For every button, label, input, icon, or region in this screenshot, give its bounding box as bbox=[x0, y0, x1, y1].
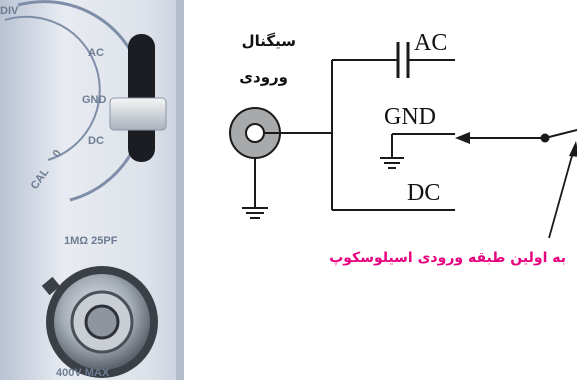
caption-pointer-line bbox=[548, 144, 576, 239]
caption-pointer-arrowhead bbox=[569, 141, 577, 157]
label-ac: AC bbox=[414, 30, 447, 56]
coupling-switch[interactable] bbox=[109, 34, 167, 162]
cal-zero-label: 0 bbox=[51, 148, 64, 160]
bnc-connector[interactable] bbox=[41, 266, 158, 378]
input-connector-pin bbox=[245, 123, 265, 143]
bnc-center bbox=[84, 304, 120, 340]
switch-label-gnd: GND bbox=[82, 94, 107, 106]
label-gnd: GND bbox=[384, 104, 436, 130]
label-dc: DC bbox=[407, 180, 440, 206]
signal-input-label-line1: سیگنال bbox=[242, 32, 296, 50]
gnd-ground-symbol bbox=[380, 157, 404, 169]
oscilloscope-front-panel: DIV CAL 0 AC GND DC 1MΩ 25PF 400V MAX bbox=[0, 0, 184, 380]
bnc-bayonet-pin bbox=[41, 276, 61, 296]
caption-first-input-stage: به اولین طبقه ورودی اسیلوسکوپ bbox=[329, 250, 566, 266]
panel-edge bbox=[176, 0, 184, 380]
panel-top-text: DIV bbox=[0, 5, 19, 17]
impedance-label: 1MΩ 25PF bbox=[64, 235, 118, 247]
switch-label-ac: AC bbox=[88, 47, 104, 59]
connector-ground-symbol bbox=[242, 207, 268, 219]
switch-lever[interactable] bbox=[109, 97, 167, 131]
switch-label-dc: DC bbox=[88, 135, 104, 147]
max-voltage-label: 400V MAX bbox=[56, 367, 110, 379]
signal-input-label-line2: ورودی bbox=[239, 68, 288, 86]
switch-wiper-arrowhead bbox=[455, 132, 470, 144]
switch-output-wire bbox=[544, 129, 577, 139]
coupling-schematic bbox=[229, 42, 577, 239]
